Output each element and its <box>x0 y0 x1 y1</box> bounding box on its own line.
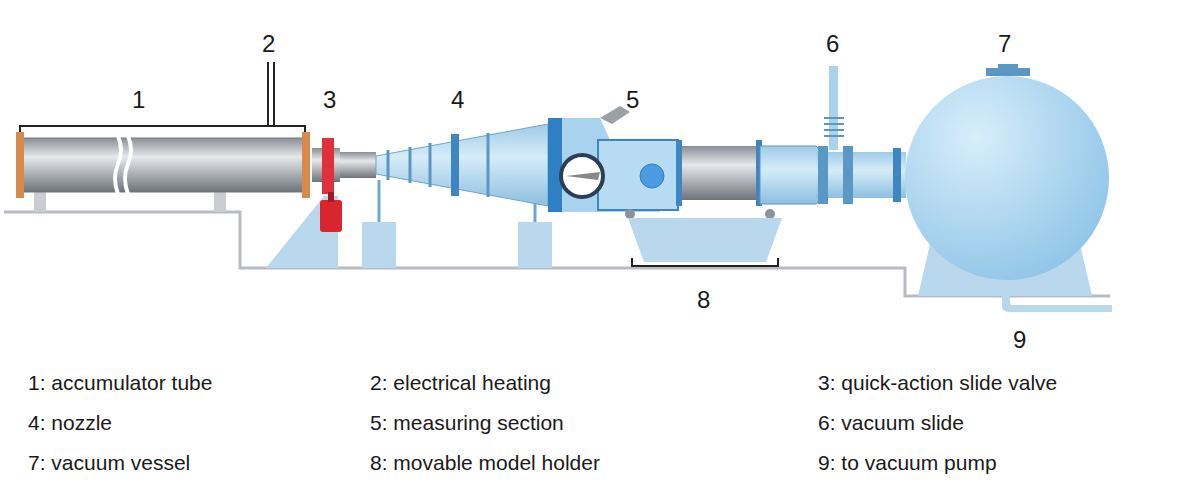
key-entry: 7: vacuum vessel <box>28 452 190 473</box>
key-entry: 4: nozzle <box>28 412 112 433</box>
key-entry: 1: accumulator tube <box>28 372 212 393</box>
callout-number: 4 <box>451 88 464 112</box>
key-entry: 2: electrical heating <box>370 372 551 393</box>
callout-number: 8 <box>697 288 710 312</box>
callout-number: 7 <box>998 32 1011 56</box>
callout-number: 5 <box>626 88 639 112</box>
callout-number: 6 <box>826 32 839 56</box>
key-entry: 9: to vacuum pump <box>818 452 997 473</box>
callout-number: 1 <box>132 88 145 112</box>
key-entry: 8: movable model holder <box>370 452 600 473</box>
callout-number: 3 <box>323 88 336 112</box>
callout-number: 2 <box>262 32 275 56</box>
key-entry: 3: quick-action slide valve <box>818 372 1057 393</box>
callout-number: 9 <box>1013 328 1026 352</box>
key-entry: 5: measuring section <box>370 412 564 433</box>
key-entry: 6: vacuum slide <box>818 412 964 433</box>
